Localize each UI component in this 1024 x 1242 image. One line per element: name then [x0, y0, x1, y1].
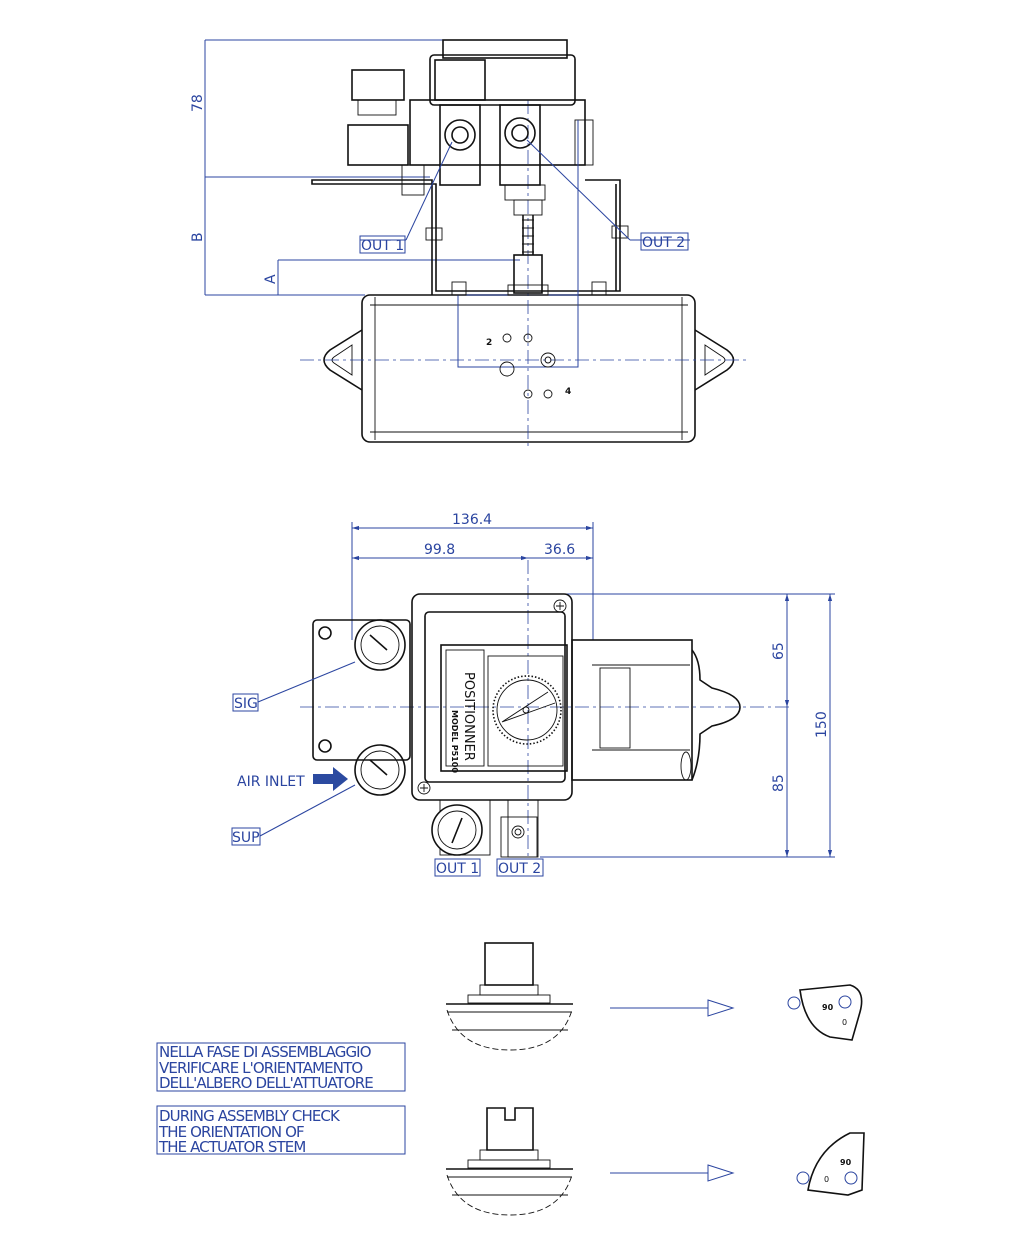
- stem-orientation-b: 90 0: [446, 1107, 865, 1216]
- out1-gauge: [431, 799, 491, 856]
- plate-a-90: 90: [822, 1003, 834, 1012]
- top-view: 78 B A 2 4: [190, 39, 750, 448]
- air-inlet-arrow-icon: [313, 767, 348, 791]
- top-dimensions: 78 B A: [190, 39, 520, 296]
- positioner-top: OUT 1 OUT 2: [347, 39, 690, 360]
- dim-150: 150: [814, 711, 830, 738]
- front-out1-label: OUT 1: [436, 861, 479, 877]
- note-italian: NELLA FASE DI ASSEMBLAGGIO VERIFICARE L'…: [156, 1042, 406, 1092]
- nameplate-title: POSITIONNER: [461, 672, 476, 761]
- mounting-plate: [312, 619, 411, 761]
- dim-36-6: 36.6: [544, 542, 575, 558]
- nameplate-model: MODEL P5100: [450, 710, 459, 773]
- note-en-line-2: THE ORIENTATION OF: [158, 1123, 304, 1141]
- mounting-bracket: [311, 179, 629, 296]
- front-out2-label: OUT 2: [498, 861, 541, 877]
- sig-label: SIG: [234, 696, 258, 712]
- top-out1-label: OUT 1: [361, 238, 404, 254]
- port-2-label: 2: [486, 338, 492, 348]
- note-it-line-3: DELL'ALBERO DELL'ATTUATORE: [159, 1074, 373, 1092]
- dim-136-4: 136.4: [452, 512, 492, 528]
- actuator-body: 2 4: [300, 100, 750, 448]
- out2-port: [500, 799, 539, 858]
- sig-gauge: [354, 619, 406, 671]
- dim-78: 78: [190, 94, 206, 112]
- air-inlet-label: AIR INLET: [237, 774, 305, 790]
- note-it-line-2: VERIFICARE L'ORIENTAMENTO: [159, 1059, 362, 1077]
- top-out2-label: OUT 2: [642, 235, 685, 251]
- dim-b: B: [190, 232, 206, 242]
- note-en-line-3: THE ACTUATOR STEM: [158, 1138, 305, 1156]
- plate-a-0: 0: [842, 1018, 847, 1027]
- stem-orientation-a: 90 0: [446, 942, 863, 1051]
- port-4-label: 4: [565, 387, 571, 397]
- plate-b-0: 0: [824, 1175, 829, 1184]
- front-dimensions: 136.4 99.8 36.6 65 85 150: [300, 512, 835, 860]
- sup-gauge: [354, 744, 406, 796]
- note-en-line-1: DURING ASSEMBLY CHECK: [159, 1107, 341, 1125]
- sup-label: SUP: [232, 830, 260, 846]
- note-english: DURING ASSEMBLY CHECK THE ORIENTATION OF…: [156, 1105, 406, 1156]
- positioner-housing: POSITIONNER MODEL P5100: [411, 593, 573, 801]
- dim-99-8: 99.8: [424, 542, 455, 558]
- front-view: 136.4 99.8 36.6 65 85 150: [231, 512, 835, 877]
- dim-a: A: [263, 274, 279, 284]
- dim-85: 85: [771, 774, 787, 792]
- actuator-side: [571, 639, 741, 781]
- plate-b-90: 90: [840, 1158, 852, 1167]
- dim-65: 65: [771, 642, 787, 660]
- note-it-line-1: NELLA FASE DI ASSEMBLAGGIO: [159, 1043, 371, 1061]
